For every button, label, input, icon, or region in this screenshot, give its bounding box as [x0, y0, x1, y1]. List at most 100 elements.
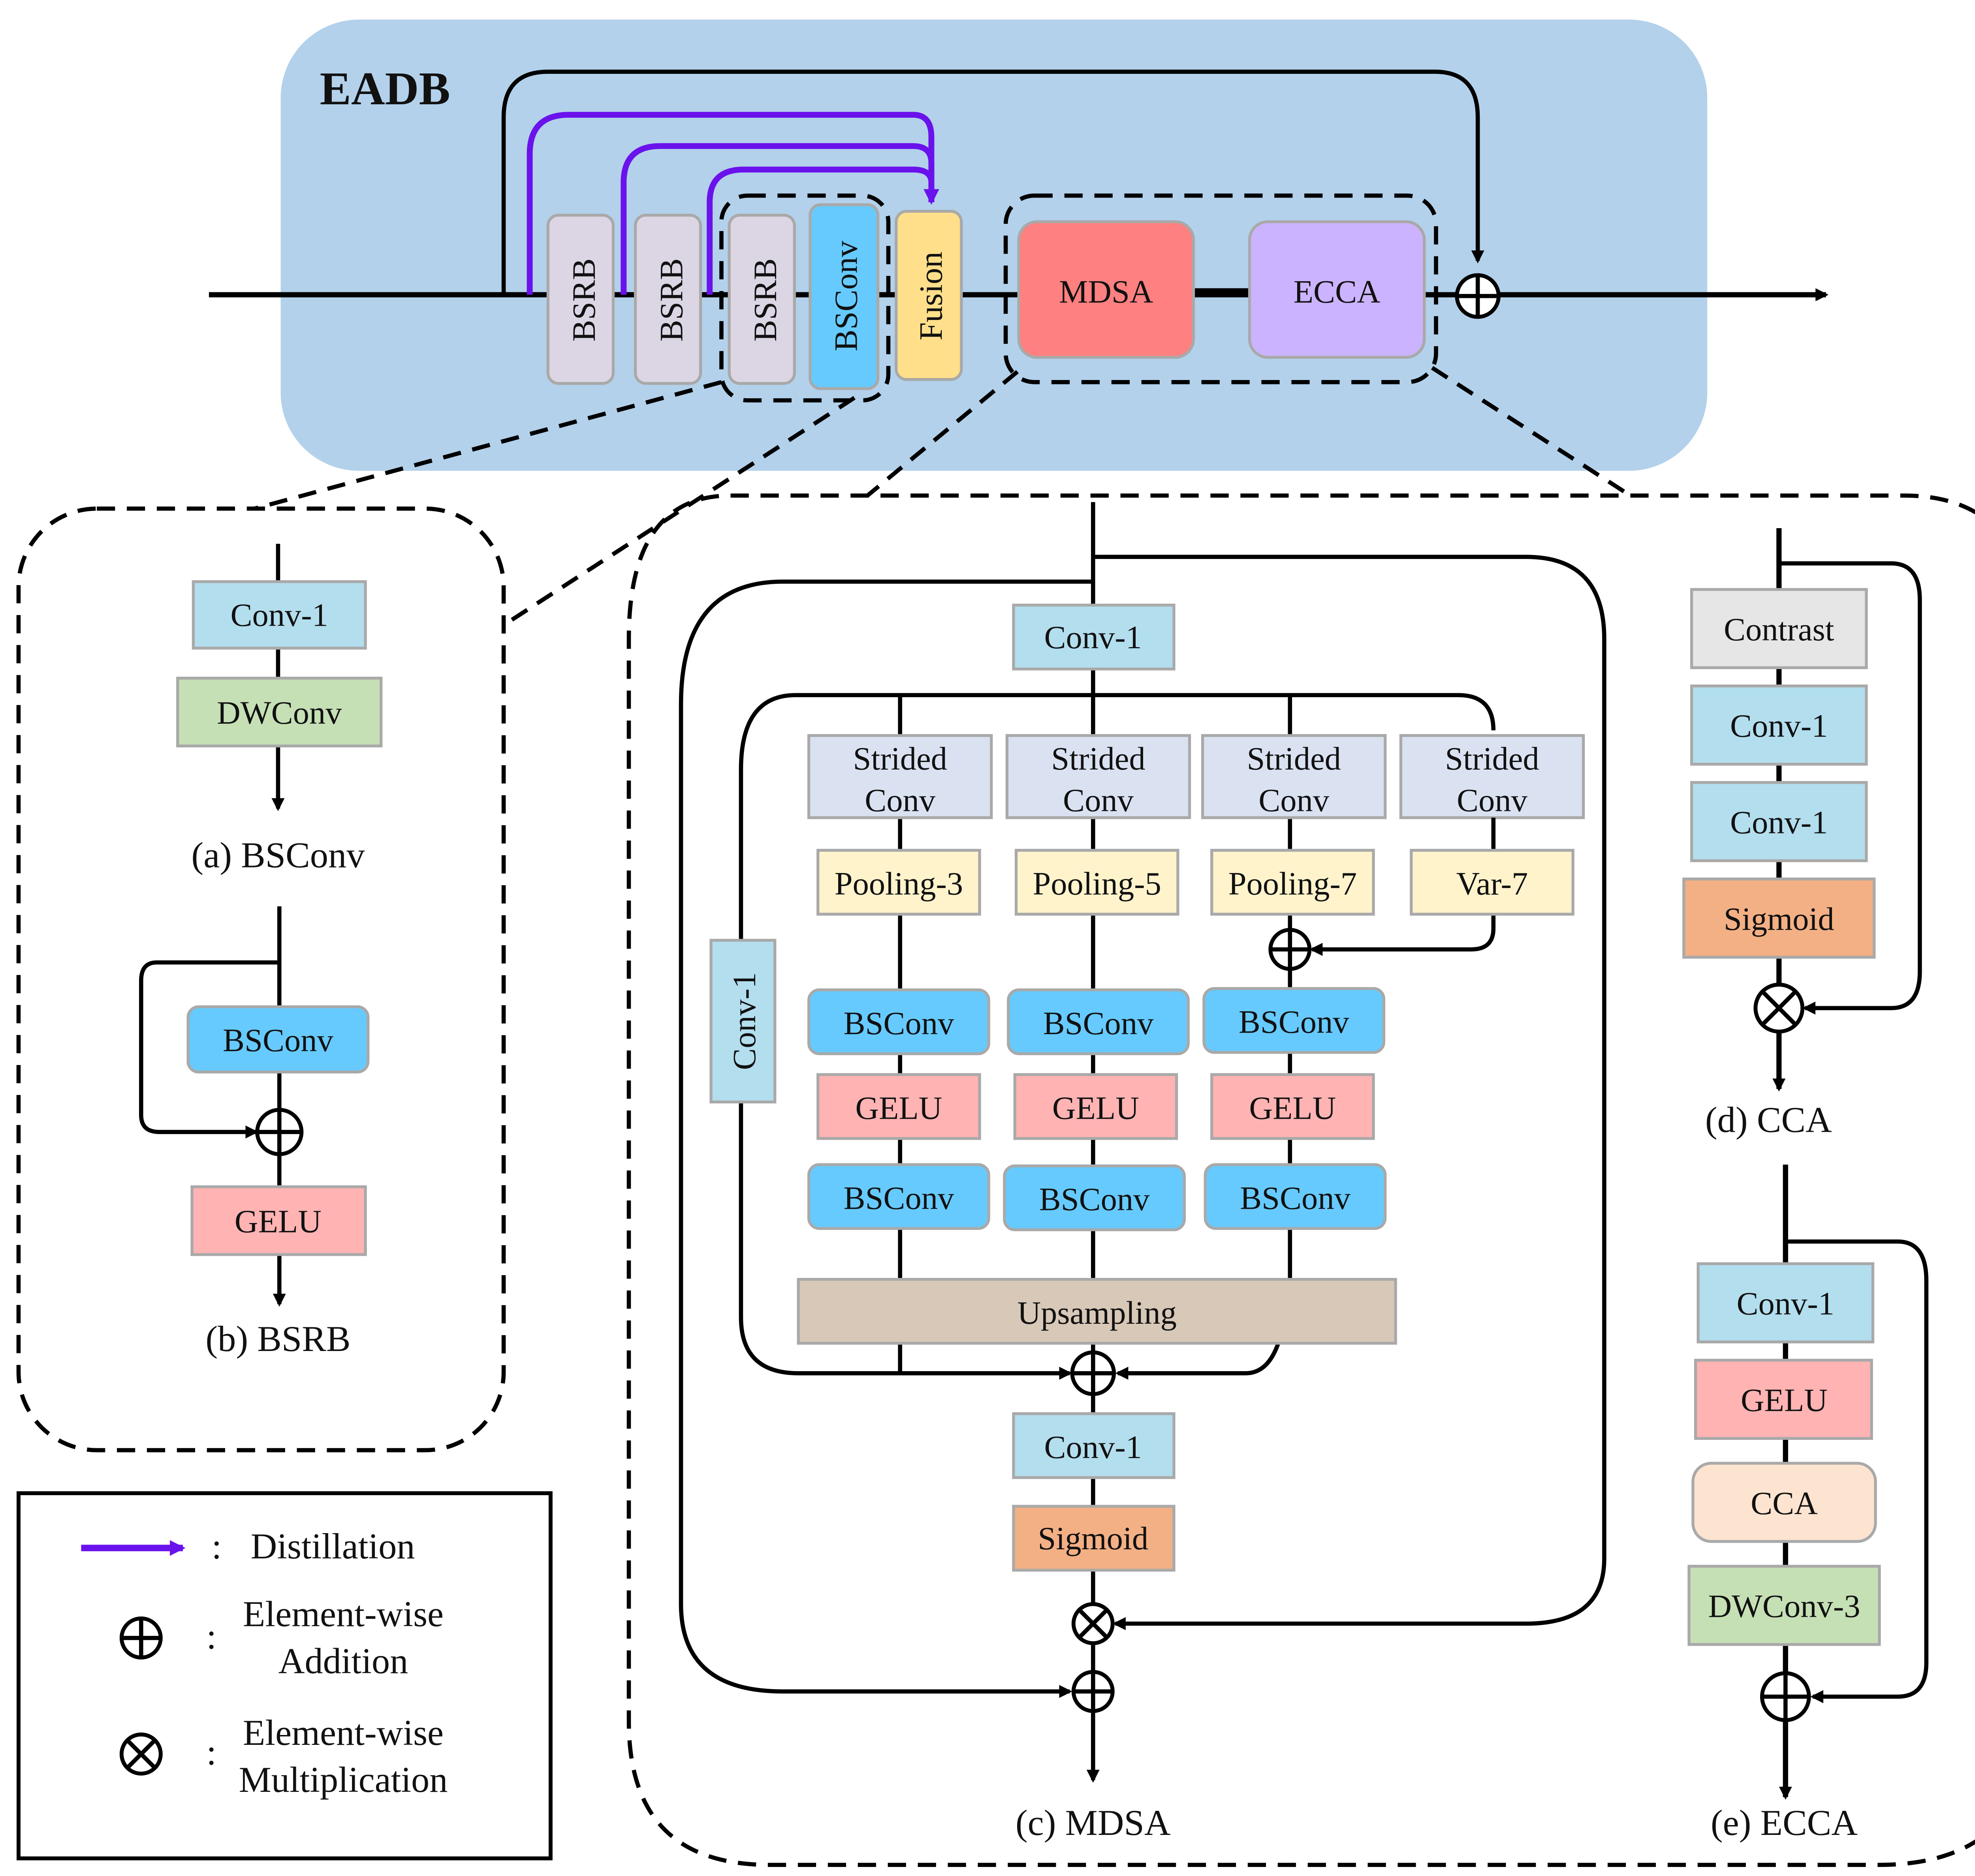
eadb-bsrb-2[interactable]: BSRB: [634, 214, 702, 385]
strided-conv-3[interactable]: Strided Conv: [1201, 734, 1387, 819]
ecca-conv1[interactable]: Conv-1: [1697, 1262, 1875, 1343]
strided-label: Strided: [853, 740, 947, 777]
mdsa-top-conv1[interactable]: Conv-1: [1012, 604, 1176, 671]
eadb-fusion-label: Fusion: [912, 252, 949, 341]
legend-sep: :: [212, 1526, 222, 1566]
strided-label: Strided: [1051, 740, 1145, 777]
pooling-3[interactable]: Pooling-3: [816, 849, 981, 916]
eadb-ecca[interactable]: ECCA: [1248, 220, 1426, 359]
upsampling[interactable]: Upsampling: [797, 1278, 1397, 1345]
mdsa-multiply-icon: [1071, 1602, 1115, 1645]
bsrb-panel: BSConv GELU (b) BSRB: [139, 906, 370, 1359]
legend: : Distillation : Element-wise Addition :…: [17, 1491, 553, 1861]
strided-conv-4[interactable]: Strided Conv: [1399, 734, 1585, 819]
mdsa-side-conv1[interactable]: Conv-1: [709, 939, 777, 1104]
eadb-bsconv[interactable]: BSConv: [809, 203, 880, 390]
eadb-bsrb-1[interactable]: BSRB: [546, 214, 615, 385]
cca-skip: [1779, 561, 1922, 1015]
eadb-addition-icon: [1455, 273, 1501, 319]
branch-2-bsconv-a[interactable]: BSConv: [1007, 988, 1190, 1056]
eadb-mdsa[interactable]: MDSA: [1017, 220, 1195, 359]
legend-sep: :: [206, 1616, 216, 1656]
var-7[interactable]: Var-7: [1410, 849, 1574, 916]
ecca-dwconv3[interactable]: DWConv-3: [1687, 1565, 1881, 1646]
mdsa-ecca-group: [1003, 193, 1438, 384]
distillation-arrow-3: [707, 166, 935, 295]
bsconv-conv1[interactable]: Conv-1: [192, 580, 367, 650]
eadb-ecca-label: ECCA: [1294, 273, 1381, 310]
cca-contrast[interactable]: Contrast: [1690, 588, 1868, 669]
addition-icon: [119, 1616, 163, 1660]
mdsa-inner-skip: [739, 693, 1093, 1380]
branch-3-to-add: [1115, 1342, 1281, 1380]
branch-3-gelu[interactable]: GELU: [1210, 1073, 1375, 1140]
bsrb-bsconv[interactable]: BSConv: [186, 1005, 370, 1074]
cca-conv1-a[interactable]: Conv-1: [1690, 684, 1868, 766]
bsconv-dwconv[interactable]: DWConv: [176, 677, 383, 747]
strided-conv-2[interactable]: Strided Conv: [1005, 734, 1191, 819]
pooling-7-label: Pooling-7: [1228, 866, 1357, 902]
eadb-bsrb-3[interactable]: BSRB: [728, 214, 796, 385]
eadb-bsconv-label: BSConv: [828, 241, 864, 351]
strided-conv-1[interactable]: Strided Conv: [807, 734, 993, 819]
ecca-panel: Conv-1 GELU CCA DWConv-3 (e) ECCA: [1687, 1165, 1929, 1843]
mdsa-multiply-skip: [1093, 555, 1606, 1630]
pooling-3-label: Pooling-3: [835, 866, 963, 902]
bsconv-label: BSConv: [1239, 1004, 1349, 1040]
eadb-mdsa-label: MDSA: [1059, 273, 1153, 310]
ecca-gelu-label: GELU: [1741, 1382, 1828, 1418]
bsconv-label: BSConv: [843, 1180, 954, 1216]
branch-1-bsconv-b[interactable]: BSConv: [807, 1163, 990, 1230]
legend-addition-line1: Element-wise: [243, 1594, 444, 1634]
bsconv-label: BSConv: [1043, 1005, 1154, 1041]
legend-multiplication-line2: Multiplication: [239, 1759, 448, 1800]
distillation-arrow-2: [621, 143, 935, 295]
ecca-caption: (e) ECCA: [1711, 1803, 1858, 1843]
ecca-cca-label: CCA: [1751, 1485, 1818, 1521]
mdsa-bottom-conv1-label: Conv-1: [1044, 1429, 1142, 1465]
cca-conv1-b[interactable]: Conv-1: [1690, 781, 1868, 862]
branch-3-bsconv-a[interactable]: BSConv: [1202, 987, 1386, 1054]
legend-sep: :: [206, 1732, 216, 1773]
eadb-title: EADB: [320, 62, 450, 115]
mdsa-side-conv1-label: Conv-1: [726, 972, 762, 1070]
eadb-bsrb-2-label: BSRB: [653, 258, 689, 342]
branch-1-gelu[interactable]: GELU: [816, 1073, 981, 1140]
bsrb-caption: (b) BSRB: [205, 1319, 350, 1359]
zoom-connector: [866, 370, 1019, 497]
mdsa-bottom-conv1[interactable]: Conv-1: [1012, 1412, 1176, 1479]
residual-skip-connection: [501, 70, 1484, 295]
pooling-5-label: Pooling-5: [1033, 866, 1161, 902]
bsconv-label: BSConv: [843, 1005, 954, 1041]
bsrb-gelu[interactable]: GELU: [190, 1185, 367, 1256]
legend-distillation: Distillation: [251, 1526, 415, 1566]
mdsa-sigmoid[interactable]: Sigmoid: [1012, 1505, 1176, 1572]
branch-addition-icon: [1268, 928, 1312, 971]
ecca-skip: [1785, 1239, 1929, 1703]
strided-label: Conv: [1457, 782, 1528, 818]
strided-label: Conv: [865, 782, 936, 818]
mdsa-panel: Conv-1 Conv-1 Strided Conv Strided Conv …: [679, 502, 1606, 1843]
branch-2-bsconv-b[interactable]: BSConv: [1003, 1164, 1186, 1231]
distillation-arrow-1: [527, 112, 939, 295]
mdsa-addition-icon: [1070, 1350, 1116, 1396]
mdsa-top-conv1-label: Conv-1: [1044, 619, 1142, 655]
branch-1-bsconv-a[interactable]: BSConv: [807, 988, 990, 1056]
bsconv-bsrb-detail-panel: [16, 506, 506, 1453]
branch-3-bsconv-b[interactable]: BSConv: [1204, 1163, 1387, 1230]
pooling-5[interactable]: Pooling-5: [1014, 849, 1179, 916]
bsrb-bsconv-group: [719, 193, 891, 403]
cca-sigmoid[interactable]: Sigmoid: [1682, 877, 1876, 959]
cca-contrast-label: Contrast: [1724, 611, 1834, 647]
mdsa-outer-skip: [679, 580, 1093, 1698]
gelu-label: GELU: [855, 1090, 942, 1126]
eadb-fusion[interactable]: Fusion: [895, 210, 963, 381]
cca-conv1-label: Conv-1: [1730, 707, 1828, 744]
ecca-gelu[interactable]: GELU: [1694, 1359, 1873, 1440]
branch-2-gelu[interactable]: GELU: [1013, 1073, 1178, 1140]
pooling-7[interactable]: Pooling-7: [1210, 849, 1375, 916]
bsconv-dwconv-label: DWConv: [217, 694, 342, 731]
ecca-cca[interactable]: CCA: [1691, 1462, 1877, 1543]
branch-bus: [1093, 693, 1496, 730]
strided-label: Strided: [1445, 740, 1539, 777]
